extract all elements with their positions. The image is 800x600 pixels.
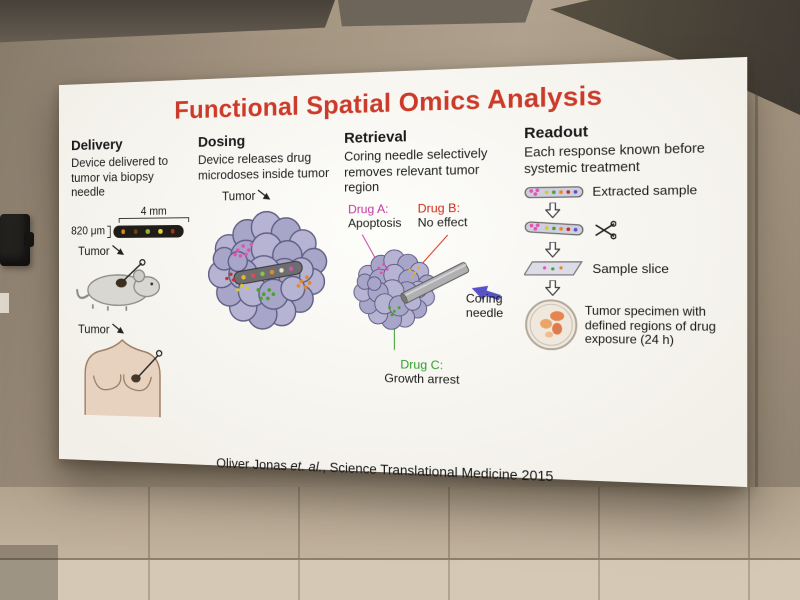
pointer-arrow-icon (111, 323, 124, 334)
sample-slice-icon (524, 260, 586, 279)
drug-a-label: Drug A: Apoptosis (348, 201, 402, 230)
column-retrieval: Retrieval Coring needle selectively remo… (344, 125, 516, 433)
scissors-icon (592, 220, 616, 239)
down-arrow-icon (545, 202, 561, 219)
device-thickness-label: 820 μm (71, 226, 106, 238)
thickness-bracket-icon (106, 225, 111, 238)
slide: Functional Spatial Omics Analysis Delive… (59, 74, 747, 504)
width-bracket-icon (118, 217, 190, 223)
tumor-illustration (207, 210, 327, 331)
drug-labels-row: Drug A: Apoptosis Drug B: No effect (348, 201, 516, 231)
wall-seam (755, 66, 758, 600)
retrieval-body: Coring needle selectively removes releva… (344, 145, 488, 195)
column-delivery: Delivery Device delivered to tumor via b… (71, 135, 190, 423)
sample-capsule-icon (524, 186, 584, 199)
dosing-tumor-label: Tumor (222, 189, 256, 204)
device-width-label: 4 mm (140, 205, 167, 218)
drug-c-label: Drug C: Growth arrest (384, 357, 460, 387)
citation-journal: , Science Translational Medicine 2015 (322, 459, 554, 485)
extracted-sample-label: Extracted sample (592, 182, 698, 200)
slide-columns: Delivery Device delivered to tumor via b… (59, 107, 747, 440)
delivery-body: Device delivered to tumor via biopsy nee… (71, 153, 169, 200)
projection-screen: Functional Spatial Omics Analysis Delive… (58, 56, 748, 488)
drug-b-label: Drug B: No effect (417, 200, 468, 230)
retrieval-heading: Retrieval (344, 128, 407, 147)
coring-needle-label: Coring needle (465, 291, 504, 320)
lower-wall-band (0, 558, 800, 600)
pointer-arrow-icon (111, 244, 124, 255)
delivery-heading: Delivery (71, 136, 123, 154)
dosing-heading: Dosing (197, 132, 246, 151)
wall-camera (0, 214, 34, 266)
petri-dish-icon (524, 298, 578, 352)
down-arrow-icon (545, 242, 561, 258)
human-torso-icon (78, 336, 167, 418)
citation-etal: et. al. (290, 458, 323, 475)
down-arrow-icon (545, 280, 561, 297)
column-readout: Readout Each response known before syste… (524, 119, 731, 440)
dosing-tumor-tag: Tumor (222, 188, 336, 204)
wall-patch (0, 293, 9, 313)
mouse-icon (75, 257, 166, 312)
column-dosing: Dosing Device releases drug microdoses i… (198, 130, 336, 427)
microdevice-figure: 4 mm 820 μm (71, 205, 190, 238)
coring-illustration (353, 231, 501, 354)
retrieval-figure: Coring needle (344, 231, 516, 358)
sample-slice-label: Sample slice (592, 261, 669, 277)
microdevice-icon (113, 224, 184, 238)
tumor-specimen-label: Tumor specimen with defined regions of d… (584, 304, 716, 348)
human-tumor-label: Tumor (78, 322, 110, 337)
coring-needle-icon (399, 262, 469, 305)
camera-lens-icon (24, 232, 34, 247)
corner-shadow (0, 545, 58, 600)
mouse-tumor-label: Tumor (78, 244, 110, 258)
sample-capsule-icon (524, 221, 584, 236)
dosing-body: Device releases drug microdoses inside t… (197, 149, 330, 183)
citation-authors: Oliver Jonas (216, 455, 291, 474)
readout-figure: Extracted sample (524, 181, 731, 355)
pointer-arrow-icon (257, 189, 271, 200)
readout-body: Each response known before systemic trea… (524, 139, 705, 176)
ceiling-panel (338, 0, 533, 27)
readout-heading: Readout (524, 122, 589, 143)
mouse-tumor-tag: Tumor (78, 244, 190, 258)
